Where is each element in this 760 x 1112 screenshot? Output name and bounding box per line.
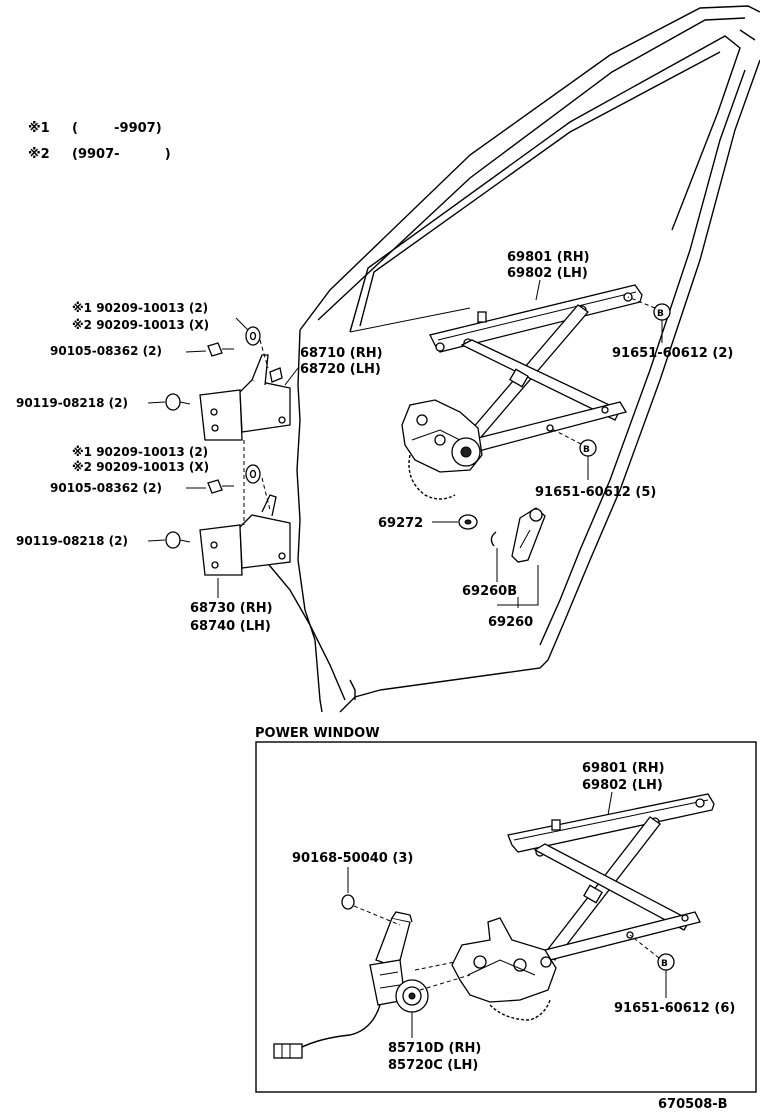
- label-washer-lower-1: ※1 90209-10013 (2): [72, 445, 208, 459]
- window-motor: [369, 911, 429, 1013]
- drawing-number: 670508-B: [658, 1097, 728, 1112]
- bolt-mark-lower: B: [549, 427, 597, 457]
- svg-text:B: B: [583, 445, 590, 455]
- lower-hinge-hardware: [165, 440, 271, 549]
- lower-hinge: [199, 494, 291, 576]
- pw-label-motor-bolt: 90168-50040 (3): [292, 851, 413, 866]
- label-bolt-lower-b: 90119-08218 (2): [16, 534, 128, 548]
- legend-note2-mark: ※2: [28, 147, 50, 162]
- upper-hinge-hardware: [165, 326, 269, 411]
- power-window-title: POWER WINDOW: [255, 726, 380, 741]
- label-69260b: 69260B: [462, 584, 517, 599]
- label-69272: 69272: [378, 516, 423, 531]
- label-68740: 68740 (LH): [190, 619, 271, 634]
- bolt-head: [416, 414, 428, 426]
- pivot-pin: [601, 406, 609, 414]
- bolt-head: [434, 434, 446, 446]
- label-bolt-lower-a: 90105-08362 (2): [50, 481, 162, 495]
- bolt: [207, 479, 223, 494]
- bolt: [207, 342, 223, 357]
- power-regulator: [451, 793, 715, 1021]
- label-washer-upper-2: ※2 90209-10013 (X): [72, 318, 209, 332]
- label-69260: 69260: [488, 615, 533, 630]
- label-68720: 68720 (LH): [300, 362, 381, 377]
- legend-note1-range: ( -9907): [72, 121, 162, 136]
- seat-plate: [458, 514, 478, 530]
- legend-note2-range: (9907- ): [72, 147, 171, 162]
- motor-harness: [273, 1004, 381, 1059]
- label-bolt-upper: 91651-60612 (2): [612, 346, 733, 361]
- pw-label-69802: 69802 (LH): [582, 778, 663, 793]
- power-bolt-mark: B: [629, 934, 675, 971]
- svg-text:B: B: [661, 959, 668, 969]
- legend-note1-mark: ※1: [28, 121, 50, 136]
- label-69801: 69801 (RH): [507, 250, 590, 265]
- bolt: [165, 393, 181, 411]
- guide-block: [477, 311, 487, 323]
- label-bolt-upper-b: 90119-08218 (2): [16, 396, 128, 410]
- label-bolt-lower: 91651-60612 (5): [535, 485, 656, 500]
- pivot-pin: [546, 424, 554, 432]
- svg-text:B: B: [657, 309, 664, 319]
- handle-clip: [490, 531, 497, 547]
- bolt-mark-upper: B: [627, 296, 671, 321]
- label-69802: 69802 (LH): [507, 266, 588, 281]
- door-outline: [264, 5, 760, 713]
- label-washer-lower-2: ※2 90209-10013 (X): [72, 460, 209, 474]
- motor-bolt: [341, 894, 471, 991]
- window-handle: [511, 507, 546, 563]
- label-bolt-upper-a: 90105-08362 (2): [50, 344, 162, 358]
- pw-label-85710d: 85710D (RH): [388, 1041, 481, 1056]
- pivot-pin: [435, 342, 445, 352]
- power-window-box: [255, 741, 757, 1093]
- manual-regulator: [401, 284, 643, 500]
- bolt: [165, 531, 181, 549]
- upper-hinge: [199, 354, 291, 441]
- label-68710: 68710 (RH): [300, 346, 383, 361]
- pw-label-bolt-right: 91651-60612 (6): [614, 1001, 735, 1016]
- label-68730: 68730 (RH): [190, 601, 273, 616]
- arm-pivot: [509, 368, 529, 388]
- legend: ※1 ( -9907) ※2 (9907- ): [28, 121, 171, 162]
- pw-label-69801: 69801 (RH): [582, 761, 665, 776]
- label-washer-upper-1: ※1 90209-10013 (2): [72, 301, 208, 315]
- pw-label-85720c: 85720C (LH): [388, 1058, 478, 1073]
